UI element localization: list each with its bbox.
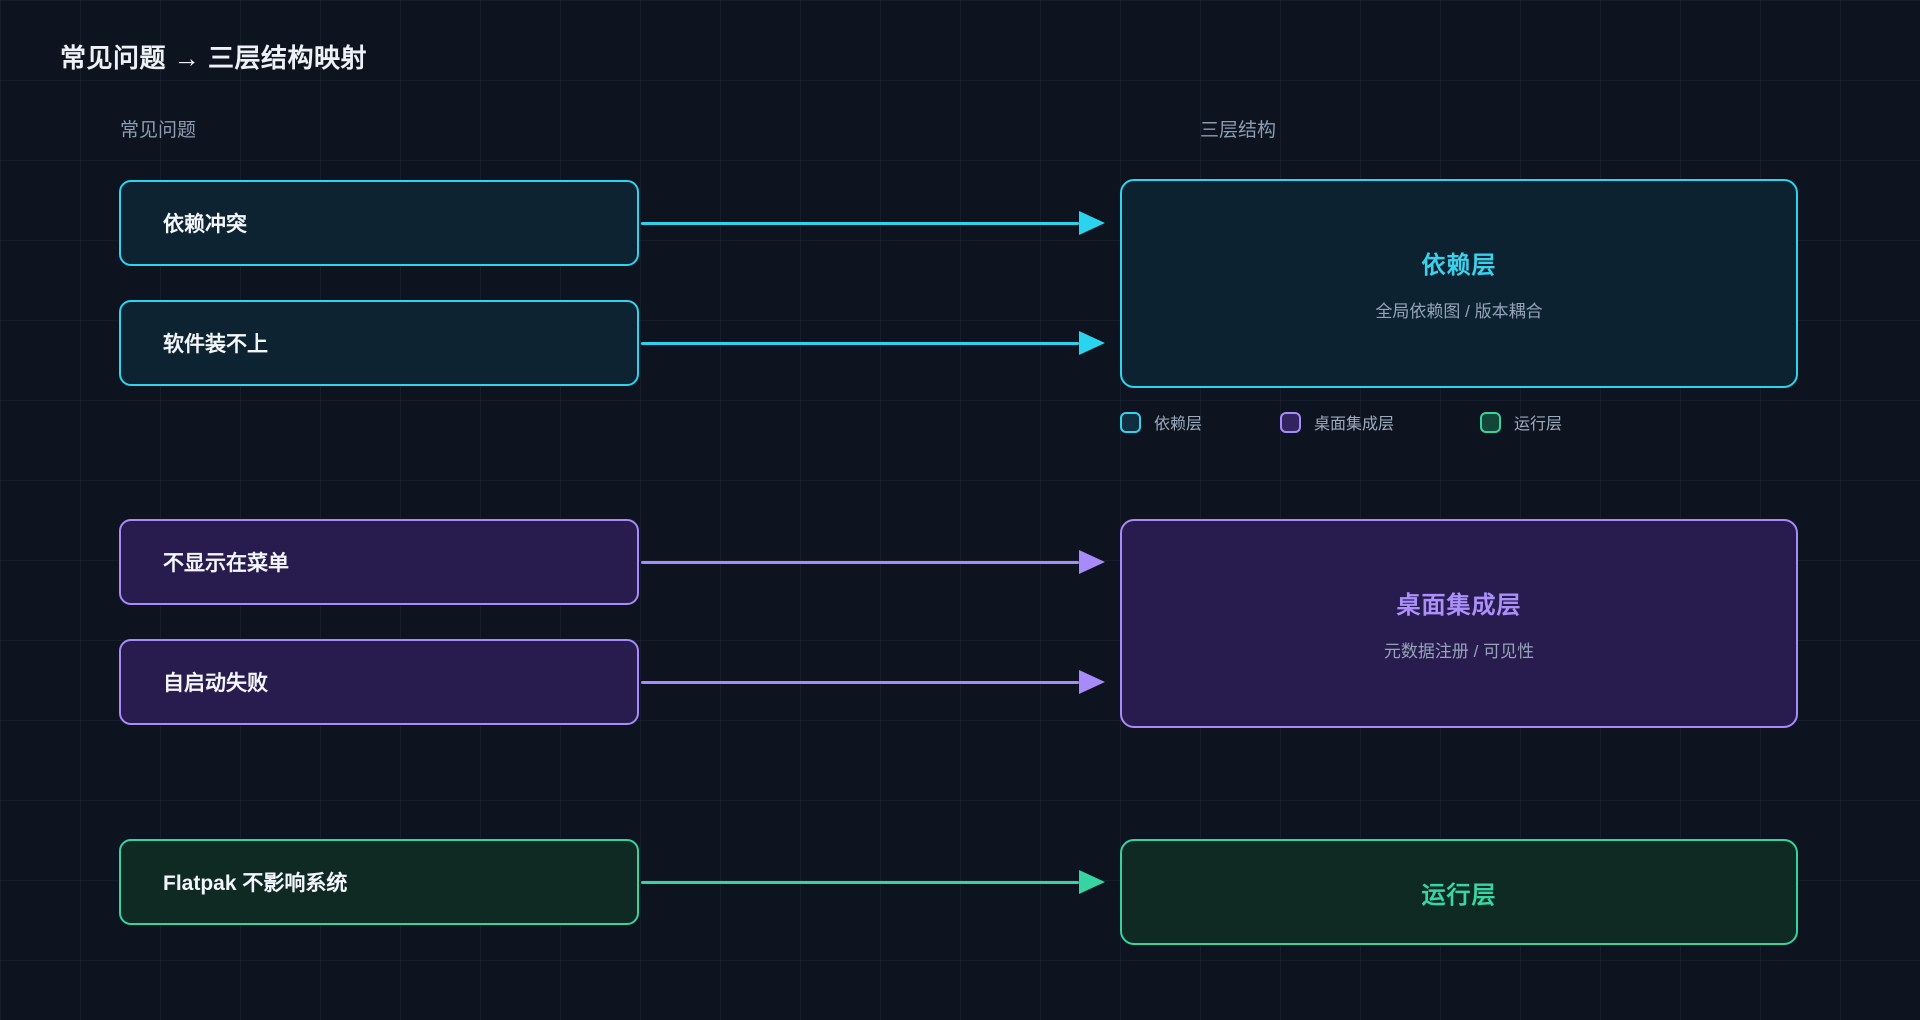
arrow-shaft	[641, 680, 1079, 684]
column-header-problems: 常见问题	[120, 120, 197, 141]
layer-title: 依赖层	[1421, 252, 1497, 279]
legend-swatch-icon	[1120, 411, 1141, 433]
problem-node-install-failure: 软件装不上	[119, 300, 639, 386]
layer-title: 运行层	[1421, 881, 1497, 909]
layer-node-runtime: 运行层	[1120, 839, 1798, 945]
problem-node-dependency-conflict: 依赖冲突	[119, 180, 639, 266]
problem-node-label: 软件装不上	[163, 333, 268, 356]
arrow-shaft	[641, 880, 1079, 884]
arrow-install-failure-to-dependency-layer	[641, 331, 1105, 355]
problem-node-flatpak-isolation: Flatpak 不影响系统	[119, 839, 639, 925]
layer-subtitle: 元数据注册 / 可见性	[1383, 642, 1535, 661]
legend-swatch-icon	[1480, 411, 1501, 433]
problem-node-autostart-failure: 自启动失败	[119, 639, 639, 725]
legend-label: 运行层	[1514, 416, 1563, 433]
arrow-shaft	[641, 560, 1079, 564]
layer-node-dependency: 依赖层 全局依赖图 / 版本耦合	[1120, 179, 1798, 388]
layer-title: 桌面集成层	[1396, 592, 1522, 619]
layer-node-desktop-integration: 桌面集成层 元数据注册 / 可见性	[1120, 519, 1798, 728]
problem-node-label: 不显示在菜单	[163, 552, 289, 575]
arrow-head-icon	[1079, 211, 1105, 235]
arrow-head-icon	[1079, 870, 1105, 894]
arrow-head-icon	[1079, 550, 1105, 574]
page-title: 常见问题 → 三层结构映射	[60, 43, 367, 73]
problem-node-not-in-menu: 不显示在菜单	[119, 519, 639, 605]
problem-node-label: 依赖冲突	[163, 213, 247, 236]
layer-subtitle: 全局依赖图 / 版本耦合	[1375, 302, 1543, 321]
arrow-head-icon	[1079, 670, 1105, 694]
legend-swatch-icon	[1280, 411, 1301, 433]
column-header-layers: 三层结构	[1200, 120, 1277, 141]
arrow-autostart-failure-to-desktop-layer	[641, 670, 1105, 694]
arrow-shaft	[641, 341, 1079, 345]
arrow-not-in-menu-to-desktop-layer	[641, 550, 1105, 574]
legend-item-runtime: 运行层	[1480, 410, 1562, 434]
arrow-dependency-conflict-to-dependency-layer	[641, 211, 1105, 235]
legend-label: 桌面集成层	[1314, 416, 1395, 433]
problem-node-label: Flatpak 不影响系统	[163, 872, 348, 895]
arrow-shaft	[641, 221, 1079, 225]
legend-label: 依赖层	[1154, 416, 1203, 433]
legend-item-dependency: 依赖层	[1120, 410, 1202, 434]
problem-node-label: 自启动失败	[163, 672, 268, 695]
arrow-head-icon	[1079, 331, 1105, 355]
legend-item-desktop-integration: 桌面集成层	[1280, 410, 1394, 434]
arrow-flatpak-to-runtime-layer	[641, 870, 1105, 894]
